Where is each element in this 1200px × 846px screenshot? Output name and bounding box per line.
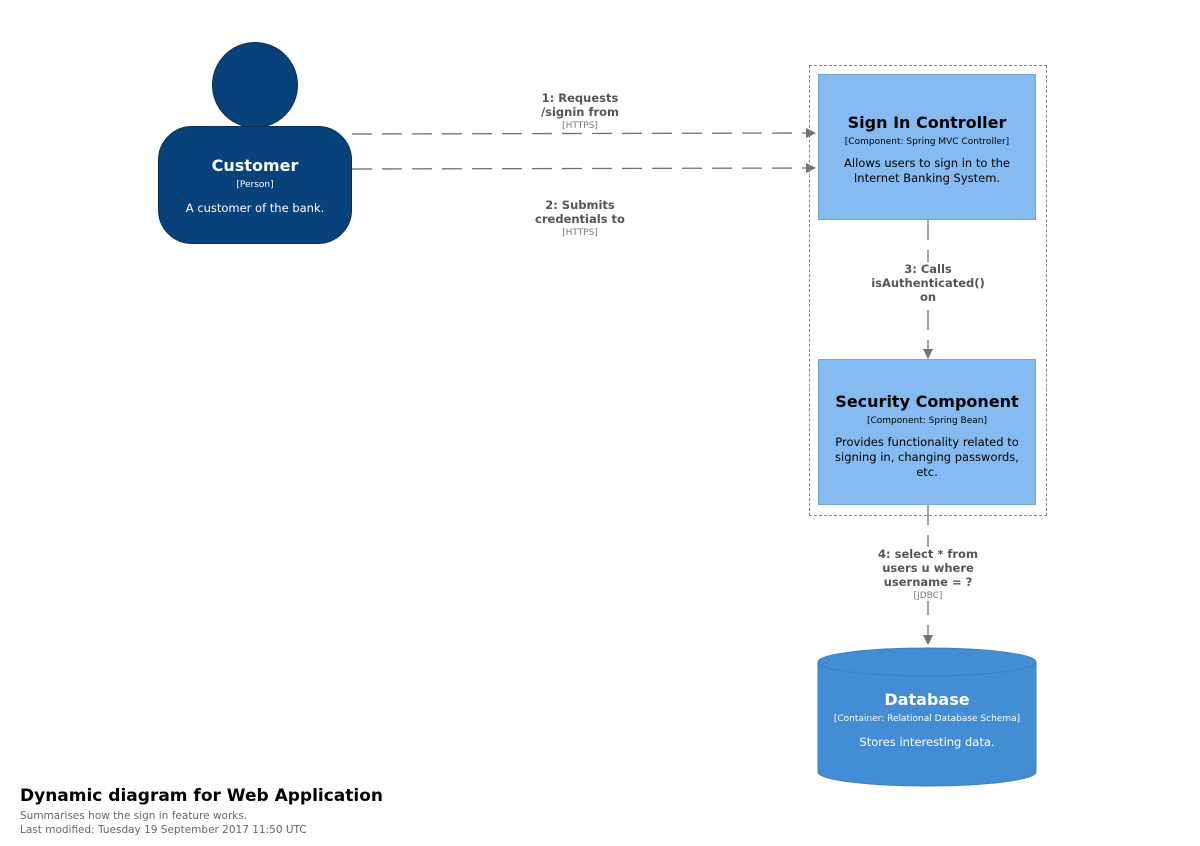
diagram-last-modified: Last modified: Tuesday 19 September 2017… xyxy=(20,824,307,836)
relationship-4-description: 4: select * from users u where username … xyxy=(878,547,978,589)
relationship-2-line xyxy=(351,163,816,174)
customer-head xyxy=(212,42,298,128)
security-component-description: Provides functionality related to signin… xyxy=(835,435,1019,479)
database-container: Database [Container: Relational Database… xyxy=(818,690,1036,750)
diagram-description: Summarises how the sign in feature works… xyxy=(20,810,248,822)
relationship-3-description: 3: Calls isAuthenticated() on xyxy=(871,262,985,304)
customer-description: A customer of the bank. xyxy=(185,201,325,215)
security-component-name: Security Component xyxy=(835,392,1019,411)
sign-in-controller-component: Sign In Controller [Component: Spring MV… xyxy=(818,74,1036,220)
security-component-technology: [Component: Spring Bean] xyxy=(866,416,987,426)
database-name: Database xyxy=(884,690,970,709)
relationship-4-technology: [JDBC] xyxy=(913,591,943,601)
relationship-2-label: 2: Submits credentials to [HTTPS] xyxy=(525,198,635,238)
sign-in-controller-description: Allows users to sign in to the Internet … xyxy=(844,156,1010,185)
diagram-title: Dynamic diagram for Web Application xyxy=(20,786,384,806)
relationship-1-description: 1: Requests /signin from xyxy=(540,91,620,119)
relationship-2-technology: [HTTPS] xyxy=(562,228,598,238)
relationship-2-description: 2: Submits credentials to xyxy=(535,198,625,226)
relationship-1-technology: [HTTPS] xyxy=(562,121,598,131)
web-application-boundary xyxy=(809,65,1047,516)
customer-person: Customer [Person] A customer of the bank… xyxy=(158,126,352,244)
relationship-1-line xyxy=(351,128,816,139)
relationship-4-label: 4: select * from users u where username … xyxy=(873,547,983,601)
relationship-3-label: 3: Calls isAuthenticated() on xyxy=(863,262,993,304)
customer-name: Customer xyxy=(211,156,299,175)
security-component: Security Component [Component: Spring Be… xyxy=(818,359,1036,505)
database-cylinder xyxy=(817,647,1037,787)
database-technology: [Container: Relational Database Schema] xyxy=(833,714,1021,724)
customer-type: [Person] xyxy=(236,180,274,190)
relationship-1-label: 1: Requests /signin from [HTTPS] xyxy=(520,91,640,131)
sign-in-controller-name: Sign In Controller xyxy=(847,113,1007,132)
sign-in-controller-technology: [Component: Spring MVC Controller] xyxy=(844,137,1010,147)
diagram-footer: Dynamic diagram for Web Application Summ… xyxy=(20,786,383,837)
database-description: Stores interesting data. xyxy=(859,735,995,749)
